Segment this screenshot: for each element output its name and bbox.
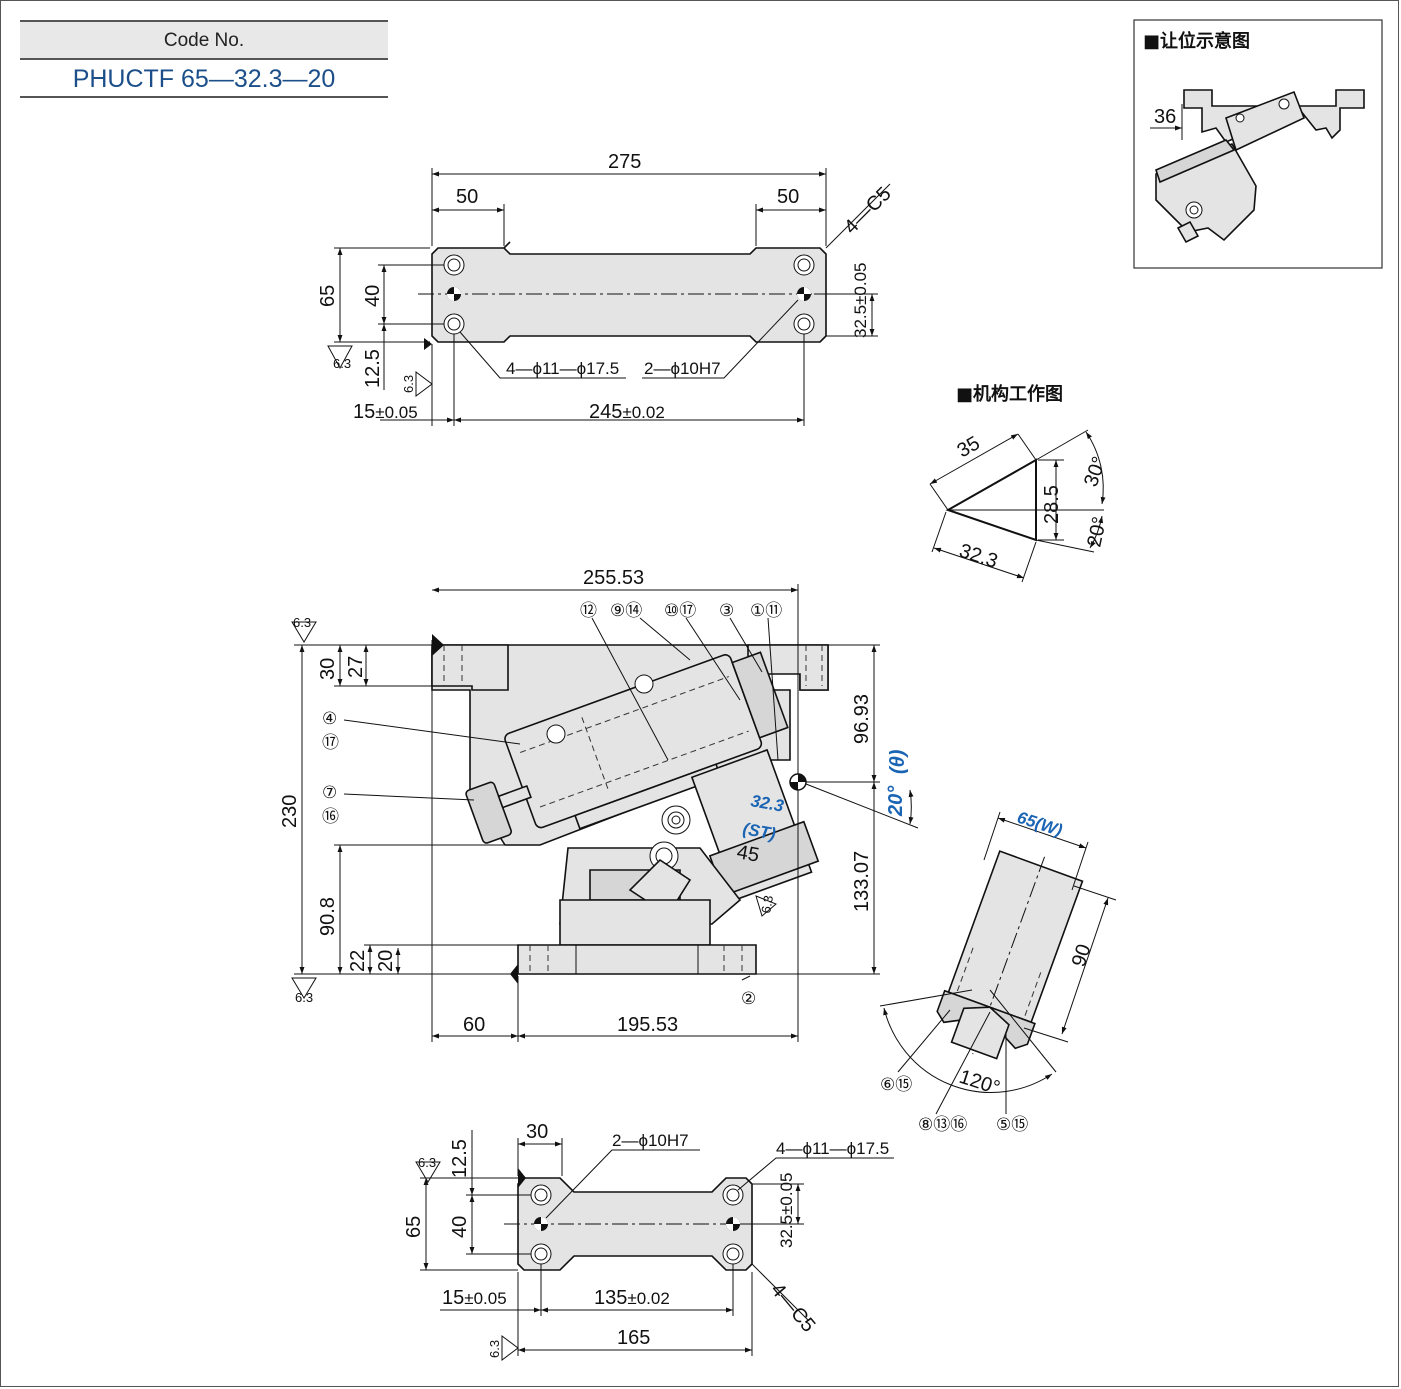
side-inner: 45 — [735, 841, 761, 867]
base-pitch-h: 135±0.02 — [594, 1287, 670, 1309]
base-overall-width: 165 — [617, 1327, 650, 1349]
base-edge-h: 15±0.05 — [442, 1287, 507, 1309]
callout-2: ② — [741, 989, 756, 1008]
roughness-symbol: 6.3 — [295, 990, 313, 1005]
callout-10-17: ⑩⑰ — [664, 601, 696, 620]
side-width: 255.53 — [583, 567, 644, 589]
jaw-end-view: 65(W) 90 120° ⑥⑮ ⑧⑬⑯ ⑤⑮ — [879, 808, 1117, 1134]
side-angle: 20° — [885, 785, 907, 817]
roughness-symbol: 6.3 — [293, 615, 311, 630]
top-edge-v: 12.5 — [362, 349, 384, 388]
callout-9-14: ⑨⑭ — [610, 601, 642, 620]
base-pin-spec: 2—ϕ10H7 — [612, 1131, 689, 1150]
mechanism-hypotenuse: 35 — [954, 432, 984, 462]
top-pin-spec: 2—ϕ10H7 — [644, 359, 721, 378]
top-chamfer: 4—C5 — [840, 183, 896, 239]
clearance-dim: 36 — [1154, 106, 1176, 128]
base-pin-offset: 32.5±0.05 — [777, 1172, 796, 1248]
side-flange-top: 30 — [317, 658, 339, 680]
side-upper-height: 96.93 — [851, 694, 873, 744]
top-overall-width: 275 — [608, 151, 641, 173]
side-base-flange2: 20 — [375, 950, 397, 972]
base-end-width: 30 — [526, 1121, 548, 1143]
code-number-box: Code No. PHUCTF 65—32.3—20 — [20, 20, 388, 98]
top-pitch-h: 245±0.02 — [589, 401, 665, 423]
side-right-offset: 195.53 — [617, 1014, 678, 1036]
jaw-angle: 120° — [956, 1066, 1002, 1100]
top-edge-h: 15±0.05 — [353, 401, 418, 423]
jaw-width: 65(W) — [1015, 808, 1065, 840]
mechanism-base: 32.3 — [956, 540, 1000, 573]
top-pin-offset: 32.5±0.05 — [851, 262, 870, 338]
dowel-pin-hole — [534, 1217, 740, 1231]
roughness-symbol: 6.3 — [487, 1340, 502, 1358]
callout-4: ④ — [322, 709, 337, 728]
mechanism-angle-top: 30° — [1080, 454, 1111, 490]
top-end-left: 50 — [456, 186, 478, 208]
callout-7: ⑦ — [322, 783, 337, 802]
dowel-pin-hole — [447, 287, 811, 301]
side-flange-top2: 27 — [345, 656, 367, 678]
top-hole-spec: 4—ϕ11—ϕ17.5 — [506, 359, 619, 378]
base-height: 65 — [403, 1216, 425, 1238]
base-hole-spec: 4—ϕ11—ϕ17.5 — [776, 1139, 889, 1158]
base-pitch-v: 40 — [449, 1216, 471, 1238]
mechanism-title: ■机构工作图 — [956, 383, 1063, 405]
roughness-symbol: 6.3 — [758, 894, 776, 914]
side-base-flange: 22 — [347, 950, 369, 972]
mechanism-angle-bottom: 20° — [1083, 515, 1111, 549]
code-label: Code No. — [20, 20, 388, 60]
callout-17: ⑰ — [322, 733, 339, 752]
top-plate — [431, 241, 827, 343]
code-value: PHUCTF 65—32.3—20 — [20, 60, 388, 98]
top-plate-view: 275 50 50 4—C5 65 40 12.5 32.5±0.05 4—ϕ1… — [317, 151, 896, 426]
callout-12: ⑫ — [580, 601, 597, 620]
side-base-height: 90.8 — [317, 897, 339, 936]
counterbore-hole — [530, 1184, 744, 1265]
mechanism-vertical: 28.5 — [1041, 485, 1063, 524]
top-height: 65 — [317, 285, 339, 307]
callout-6-15: ⑥⑮ — [880, 1075, 912, 1094]
callout-3: ③ — [719, 601, 734, 620]
roughness-symbol: 6.3 — [333, 356, 351, 371]
base-edge-v: 12.5 — [449, 1139, 471, 1178]
side-left-offset: 60 — [463, 1014, 485, 1036]
callout-5-15: ⑤⑮ — [996, 1115, 1028, 1134]
callout-8-13-16: ⑧⑬⑯ — [918, 1115, 967, 1134]
side-height: 230 — [279, 795, 301, 828]
callout-16: ⑯ — [322, 807, 339, 826]
roughness-symbol: 6.3 — [401, 375, 416, 393]
mechanism-diagram: ■机构工作图 35 28.5 32.3 30° 20° — [929, 383, 1111, 583]
callout-1-11: ①⑪ — [750, 601, 782, 620]
top-end-right: 50 — [777, 186, 799, 208]
handle-lever — [465, 781, 532, 844]
roughness-symbol: 6.3 — [418, 1155, 436, 1170]
base-plate-view: 30 65 40 12.5 32.5±0.05 2—ϕ10H7 4—ϕ11—ϕ1… — [403, 1121, 894, 1361]
side-lower-height: 133.07 — [851, 851, 873, 912]
base-flange — [517, 944, 757, 975]
side-angle-symbol: (θ) — [887, 749, 909, 774]
clearance-diagram: ■让位示意图 36 — [1133, 19, 1383, 269]
base-chamfer: 4—C5 — [766, 1279, 819, 1337]
side-view-assembly: 255.53 230 30 27 90.8 22 20 96.93 133.07… — [279, 567, 919, 1042]
top-hole-pitch: 40 — [362, 285, 384, 307]
clearance-title: ■让位示意图 — [1143, 30, 1250, 52]
